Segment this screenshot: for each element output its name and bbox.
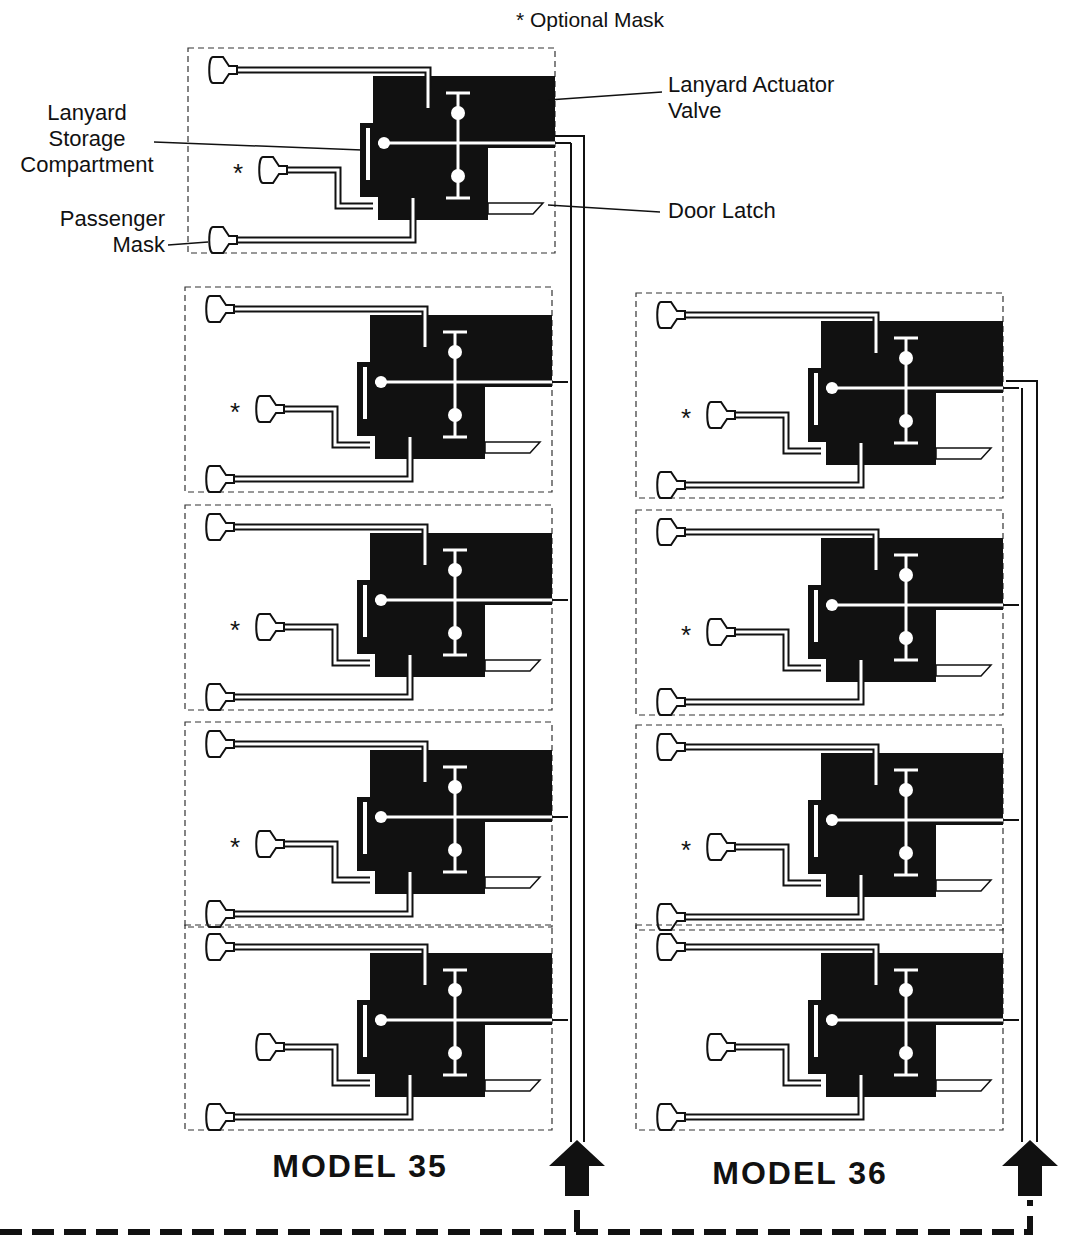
part-name: Door Latch [668, 198, 868, 224]
part-name: Lanyard Actuator Valve [668, 72, 858, 124]
optional-mark: * [676, 620, 696, 651]
model-title: MODEL 36 [660, 1155, 940, 1193]
optional-mark: * [225, 832, 245, 863]
optional-mark: * [225, 397, 245, 428]
part-name: Lanyard Storage Compartment [12, 100, 162, 178]
optional-mark: * [228, 158, 248, 189]
optional-mark: * [225, 615, 245, 646]
optional-mark: * [676, 403, 696, 434]
optional-mark: * [676, 835, 696, 866]
part-name: Passenger Mask [30, 206, 165, 258]
model-title: MODEL 35 [220, 1148, 500, 1186]
legend-note: * Optional Mask [470, 8, 710, 33]
